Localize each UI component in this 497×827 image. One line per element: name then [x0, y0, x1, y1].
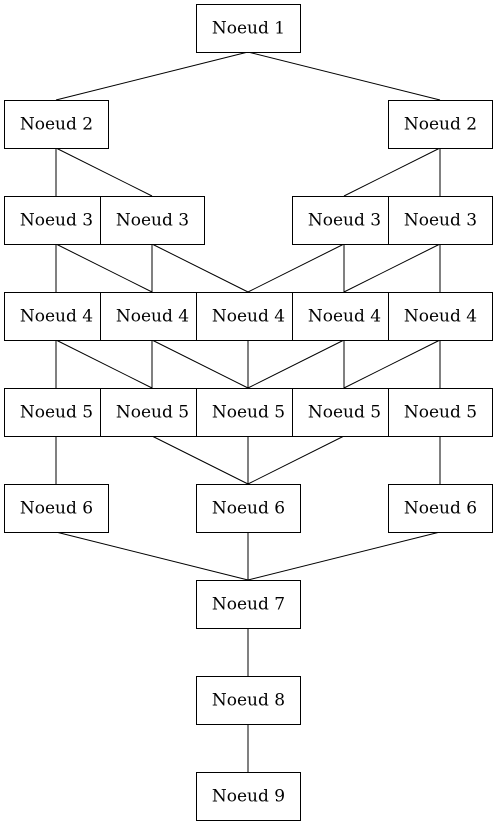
node-box [100, 388, 205, 437]
node-n5e: Noeud 5 [388, 388, 493, 437]
node-n6a: Noeud 6 [4, 484, 109, 533]
node-box [196, 580, 301, 629]
edge-n3b-n4c [151, 243, 249, 293]
node-label: Noeud 5 [404, 403, 477, 423]
node-label: Noeud 8 [212, 691, 285, 711]
node-n4a: Noeud 4 [4, 292, 109, 341]
node-box [388, 100, 493, 149]
edge-n1-n2a [55, 51, 249, 101]
node-n4d: Noeud 4 [292, 292, 397, 341]
node-box [196, 676, 301, 725]
node-n5d: Noeud 5 [292, 388, 397, 437]
node-box [100, 292, 205, 341]
node-n5a: Noeud 5 [4, 388, 109, 437]
node-label: Noeud 9 [212, 787, 285, 807]
node-n2b: Noeud 2 [388, 100, 493, 149]
node-box [196, 4, 301, 53]
node-label: Noeud 4 [308, 307, 381, 327]
node-label: Noeud 5 [116, 403, 189, 423]
node-box [196, 292, 301, 341]
node-box [388, 484, 493, 533]
node-n6c: Noeud 6 [388, 484, 493, 533]
edge-n4b-n5c [151, 339, 249, 389]
edge-n5d-n6b [247, 435, 345, 485]
node-box [4, 100, 109, 149]
node-label: Noeud 6 [20, 499, 93, 519]
node-label: Noeud 4 [116, 307, 189, 327]
node-box [196, 388, 301, 437]
node-label: Noeud 4 [404, 307, 477, 327]
node-n9: Noeud 9 [196, 772, 301, 821]
node-label: Noeud 4 [212, 307, 285, 327]
node-box [4, 388, 109, 437]
node-box [4, 484, 109, 533]
node-n3d: Noeud 3 [388, 196, 493, 245]
node-box [196, 772, 301, 821]
edge-layer [55, 51, 441, 772]
node-label: Noeud 4 [20, 307, 93, 327]
edge-n3d-n4d [343, 243, 441, 293]
node-n4e: Noeud 4 [388, 292, 493, 341]
node-n2a: Noeud 2 [4, 100, 109, 149]
node-n5b: Noeud 5 [100, 388, 205, 437]
node-n3a: Noeud 3 [4, 196, 109, 245]
node-box [292, 292, 397, 341]
edge-n6a-n7 [55, 531, 249, 581]
node-label: Noeud 5 [20, 403, 93, 423]
node-box [4, 292, 109, 341]
node-label: Noeud 1 [212, 19, 285, 39]
node-box [388, 196, 493, 245]
node-label: Noeud 5 [308, 403, 381, 423]
node-label: Noeud 5 [212, 403, 285, 423]
node-box [100, 196, 205, 245]
node-n4c: Noeud 4 [196, 292, 301, 341]
edge-n5b-n6b [151, 435, 249, 485]
node-n4b: Noeud 4 [100, 292, 205, 341]
edge-n4e-n5d [343, 339, 441, 389]
node-n3b: Noeud 3 [100, 196, 205, 245]
node-box [292, 196, 397, 245]
node-label: Noeud 2 [20, 115, 93, 135]
node-label: Noeud 2 [404, 115, 477, 135]
node-n8: Noeud 8 [196, 676, 301, 725]
edge-n4d-n5c [247, 339, 345, 389]
node-n6b: Noeud 6 [196, 484, 301, 533]
edge-n3c-n4c [247, 243, 345, 293]
node-n5c: Noeud 5 [196, 388, 301, 437]
edge-n2a-n3b [55, 147, 153, 197]
node-box [388, 388, 493, 437]
node-layer: Noeud 1 Noeud 2 Noeud 2 Noeud 3 Noeud 3 Noeud… [4, 4, 493, 821]
node-label: Noeud 6 [212, 499, 285, 519]
node-n3c: Noeud 3 [292, 196, 397, 245]
edge-n1-n2b [247, 51, 441, 101]
node-box [196, 484, 301, 533]
node-box [292, 388, 397, 437]
edge-n3a-n4b [55, 243, 153, 293]
node-label: Noeud 7 [212, 595, 285, 615]
node-label: Noeud 3 [20, 211, 93, 231]
node-label: Noeud 6 [404, 499, 477, 519]
node-n1: Noeud 1 [196, 4, 301, 53]
node-label: Noeud 3 [308, 211, 381, 231]
edge-n6c-n7 [247, 531, 441, 581]
node-label: Noeud 3 [404, 211, 477, 231]
edge-n4a-n5b [55, 339, 153, 389]
edge-n2b-n3c [343, 147, 441, 197]
node-label: Noeud 3 [116, 211, 189, 231]
node-box [388, 292, 493, 341]
node-n7: Noeud 7 [196, 580, 301, 629]
